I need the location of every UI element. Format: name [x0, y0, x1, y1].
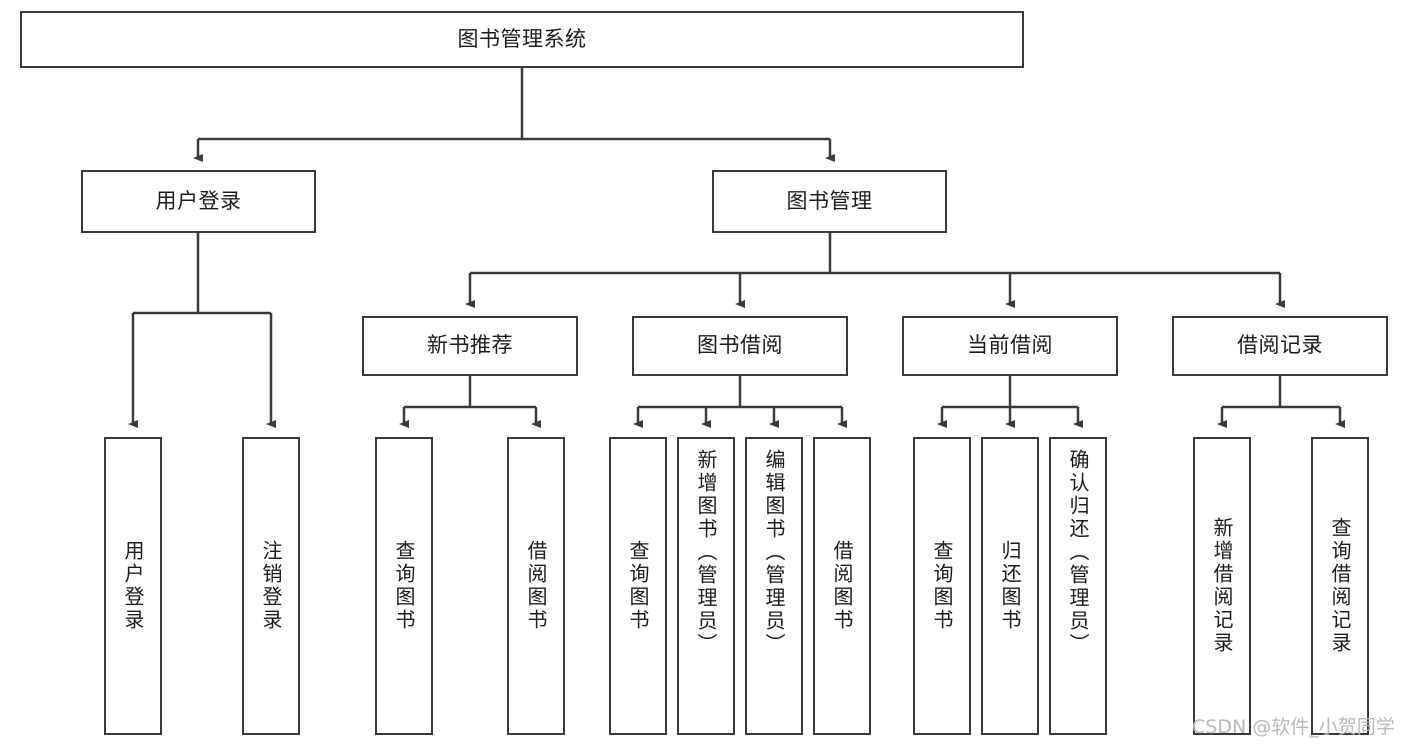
- leaf-book-borrow-add[interactable]: 新增图书（管理员）: [677, 437, 735, 735]
- node-root[interactable]: 图书管理系统: [20, 11, 1024, 68]
- leaf-label: 确认归还（管理员）: [1066, 449, 1090, 656]
- leaf-label: 注销登录: [259, 540, 283, 632]
- leaf-book-borrow-query[interactable]: 查询图书: [609, 437, 667, 735]
- leaf-current-borrow-confirm-return[interactable]: 确认归还（管理员）: [1049, 437, 1107, 735]
- node-book-management-label: 图书管理: [786, 188, 873, 213]
- leaf-user-login-logout[interactable]: 注销登录: [242, 437, 300, 735]
- leaf-borrow-record-query[interactable]: 查询借阅记录: [1311, 437, 1369, 735]
- node-user-login[interactable]: 用户登录: [81, 170, 316, 233]
- leaf-label: 新增图书（管理员）: [694, 449, 718, 656]
- watermark-text: CSDN @软件_小贺同学: [1192, 716, 1395, 738]
- node-borrow-record-label: 借阅记录: [1237, 333, 1323, 358]
- leaf-label: 用户登录: [121, 540, 145, 632]
- leaf-current-borrow-return[interactable]: 归还图书: [981, 437, 1039, 735]
- leaf-current-borrow-query[interactable]: 查询图书: [913, 437, 971, 735]
- leaf-borrow-record-add[interactable]: 新增借阅记录: [1193, 437, 1251, 735]
- leaf-label: 新增借阅记录: [1210, 517, 1234, 655]
- node-book-management[interactable]: 图书管理: [712, 170, 947, 233]
- node-current-borrow[interactable]: 当前借阅: [902, 316, 1118, 376]
- leaf-book-borrow-borrow[interactable]: 借阅图书: [813, 437, 871, 735]
- node-borrow-record[interactable]: 借阅记录: [1172, 316, 1388, 376]
- leaf-label: 归还图书: [998, 540, 1022, 632]
- leaf-label: 查询图书: [930, 540, 954, 632]
- node-book-borrow-label: 图书借阅: [697, 333, 783, 358]
- node-new-book-recommend-label: 新书推荐: [427, 333, 513, 358]
- leaf-book-borrow-edit[interactable]: 编辑图书（管理员）: [745, 437, 803, 735]
- leaf-label: 查询图书: [626, 540, 650, 632]
- leaf-label: 借阅图书: [524, 540, 548, 632]
- node-user-login-label: 用户登录: [155, 188, 242, 213]
- node-book-borrow[interactable]: 图书借阅: [632, 316, 848, 376]
- leaf-label: 编辑图书（管理员）: [762, 449, 786, 656]
- leaf-user-login-login[interactable]: 用户登录: [104, 437, 162, 735]
- leaf-label: 查询借阅记录: [1328, 517, 1352, 655]
- node-new-book-recommend[interactable]: 新书推荐: [362, 316, 578, 376]
- leaf-label: 查询图书: [392, 540, 416, 632]
- node-current-borrow-label: 当前借阅: [967, 333, 1053, 358]
- leaf-new-book-borrow[interactable]: 借阅图书: [507, 437, 565, 735]
- leaf-label: 借阅图书: [830, 540, 854, 632]
- node-root-label: 图书管理系统: [457, 26, 587, 51]
- leaf-new-book-query[interactable]: 查询图书: [375, 437, 433, 735]
